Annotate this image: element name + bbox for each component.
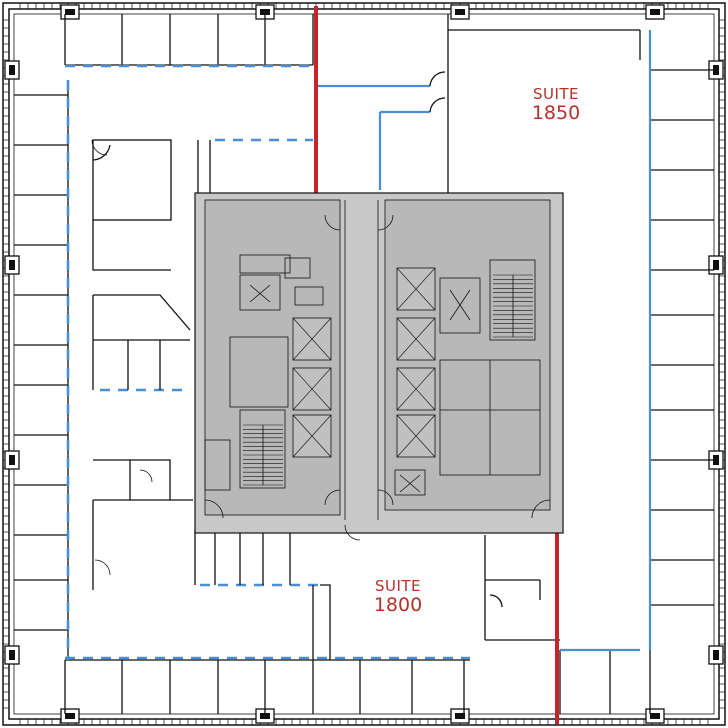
interior-glazing xyxy=(65,30,652,660)
window-mullions xyxy=(3,3,725,725)
office-doors xyxy=(91,139,153,576)
building-core xyxy=(194,192,564,541)
interior-rooms-west xyxy=(92,139,331,660)
demising-lines xyxy=(314,6,559,724)
suite-label-1850: SUITE 1850 xyxy=(496,86,616,123)
interior-rooms-east xyxy=(429,29,641,641)
suite-label-word: SUITE xyxy=(374,577,422,595)
suite-label-number: 1850 xyxy=(531,101,581,124)
suite-label-number: 1800 xyxy=(373,593,423,616)
perimeter-columns xyxy=(4,4,724,724)
suite-label-1800: SUITE 1800 xyxy=(338,578,458,615)
suite-label-word: SUITE xyxy=(532,85,580,103)
